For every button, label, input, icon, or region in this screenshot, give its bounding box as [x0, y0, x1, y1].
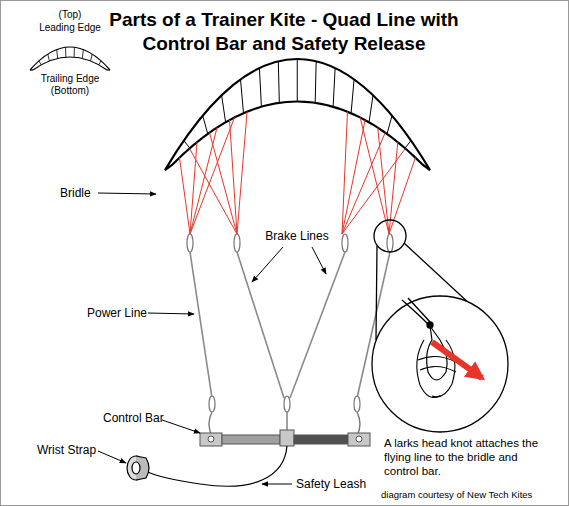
- callout-note: A larks head knot attaches the flying li…: [384, 437, 544, 478]
- flying-lines: [190, 252, 390, 398]
- safety-leash-line: [148, 446, 287, 486]
- credit-line: diagram courtesy of New Tech Kites: [381, 489, 532, 500]
- part-label: Bridle: [60, 186, 91, 200]
- pigtail-loops: [187, 234, 393, 412]
- inset-kite: [30, 47, 110, 70]
- wrist-strap: [127, 456, 149, 480]
- magnifier: [372, 220, 508, 432]
- part-label: Trailing Edge: [41, 73, 100, 85]
- kite-canopy: [165, 59, 430, 170]
- control-bar: [200, 412, 370, 446]
- part-label: (Bottom): [51, 85, 89, 97]
- part-label: Safety Leash: [296, 477, 366, 491]
- part-label: Wrist Strap: [37, 443, 96, 457]
- part-label: Leading Edge: [39, 22, 101, 34]
- part-label: Brake Lines: [265, 229, 328, 243]
- part-label: Power Line: [87, 306, 147, 320]
- title: Parts of a Trainer Kite - Quad Line with…: [74, 8, 494, 56]
- part-label: Control Bar: [103, 411, 164, 425]
- bridle-lines: [180, 112, 416, 234]
- part-label: (Top): [59, 9, 82, 21]
